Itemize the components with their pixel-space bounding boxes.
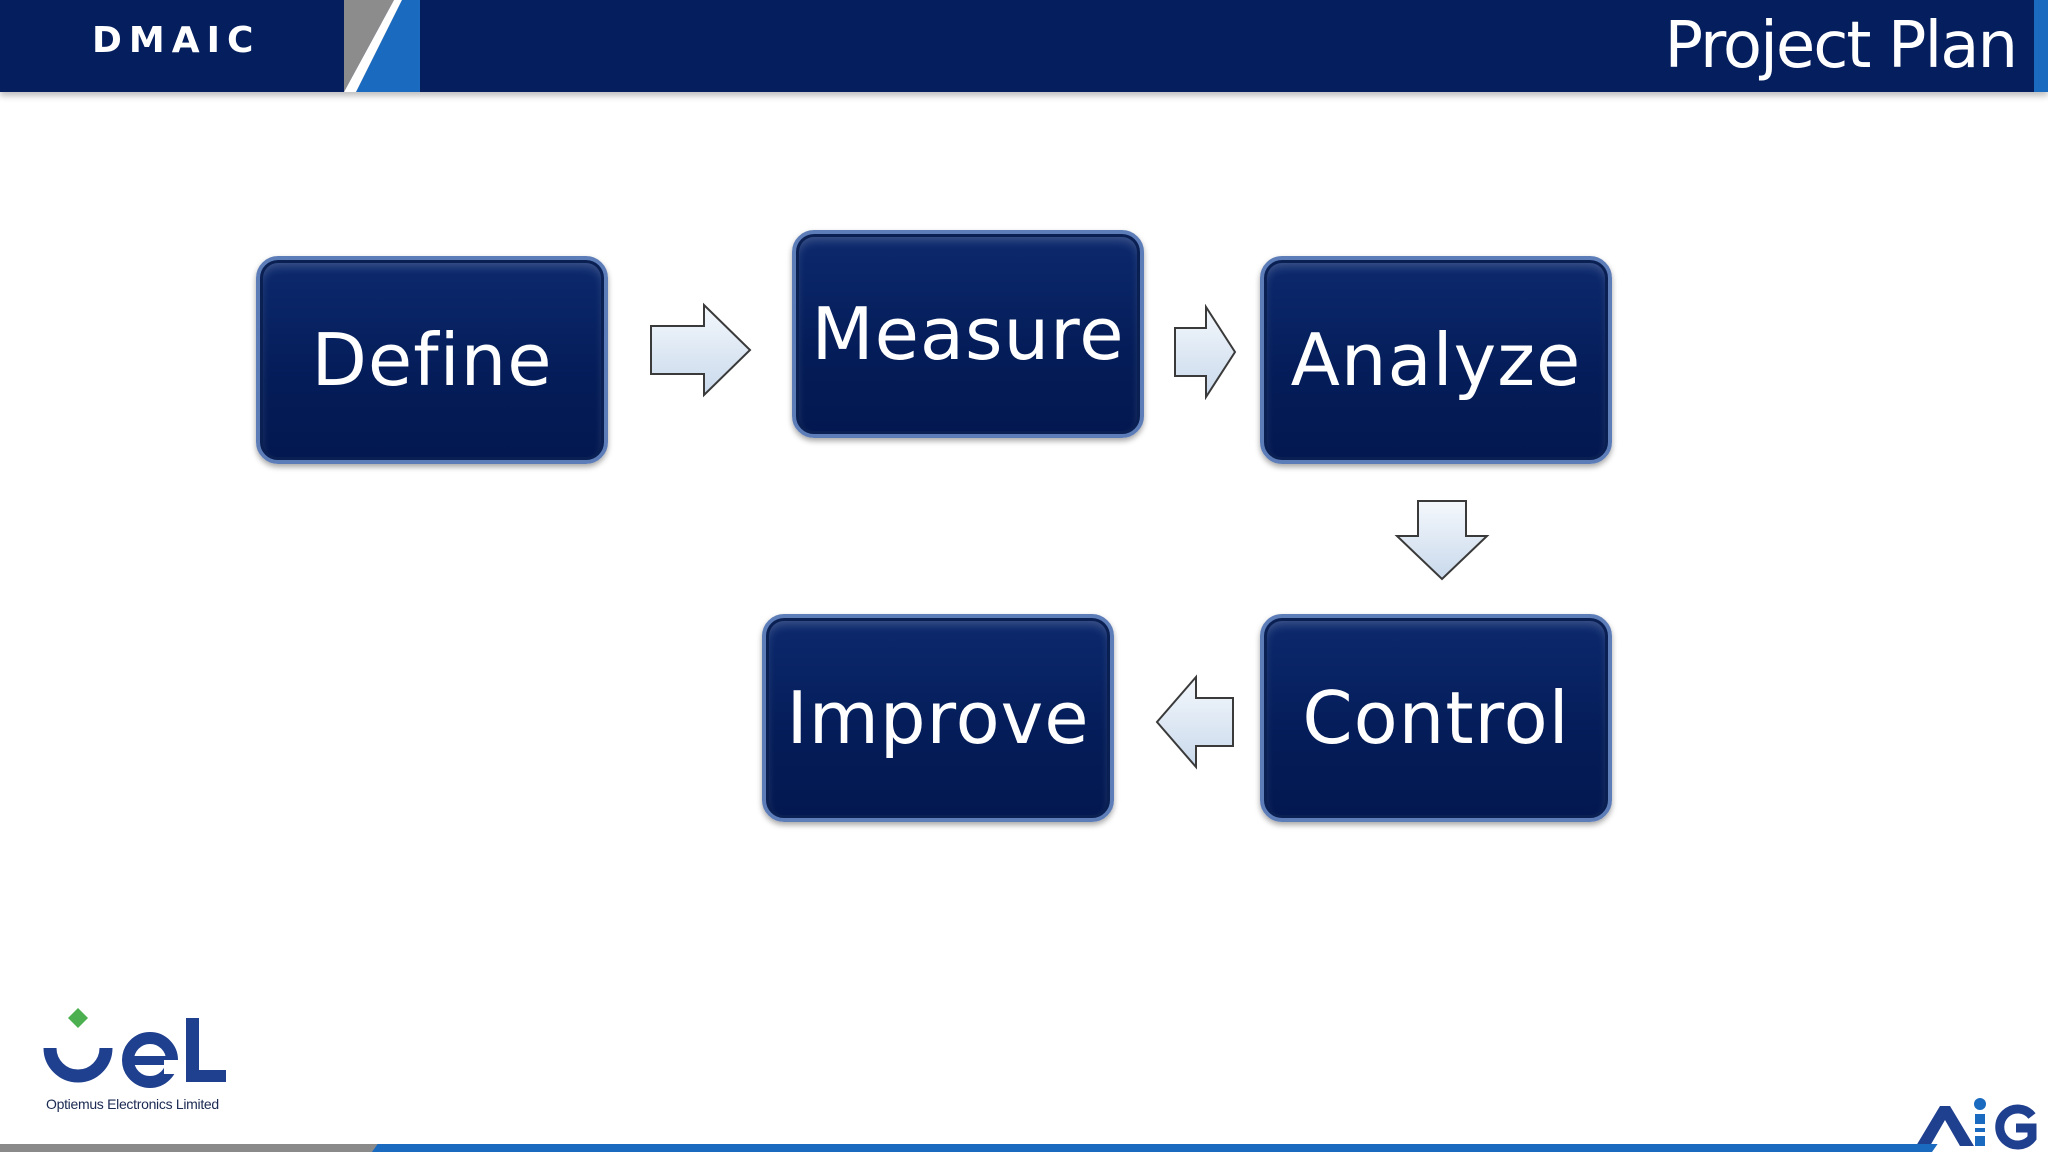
step-measure: Measure [792, 230, 1144, 438]
page-title: Project Plan [1664, 9, 2018, 83]
step-analyze: Analyze [1260, 256, 1612, 464]
block-arrow-icon [650, 302, 752, 398]
step-define-label: Define [311, 318, 553, 402]
step-improve-label: Improve [786, 676, 1090, 760]
block-arrow-icon [1174, 304, 1237, 400]
step-control-label: Control [1302, 676, 1570, 760]
step-analyze-label: Analyze [1290, 318, 1582, 402]
header-tag: DMAIC [92, 20, 261, 61]
step-measure-label: Measure [811, 292, 1125, 376]
header-edge-accent [2034, 0, 2048, 92]
aig-logo [1916, 1098, 2037, 1150]
step-control: Control [1260, 614, 1612, 822]
footer-divider-blue [372, 1144, 1938, 1152]
header-swoosh-icon [344, 0, 420, 92]
oel-logo [43, 1008, 226, 1088]
header-bar: DMAIC Project Plan [0, 0, 2048, 92]
block-arrow-icon [1394, 500, 1490, 581]
footer-divider-gray [0, 1144, 380, 1152]
block-arrow-icon [1155, 674, 1234, 770]
step-define: Define [256, 256, 608, 464]
oel-logo-caption: Optiemus Electronics Limited [46, 1096, 219, 1112]
step-improve: Improve [762, 614, 1114, 822]
